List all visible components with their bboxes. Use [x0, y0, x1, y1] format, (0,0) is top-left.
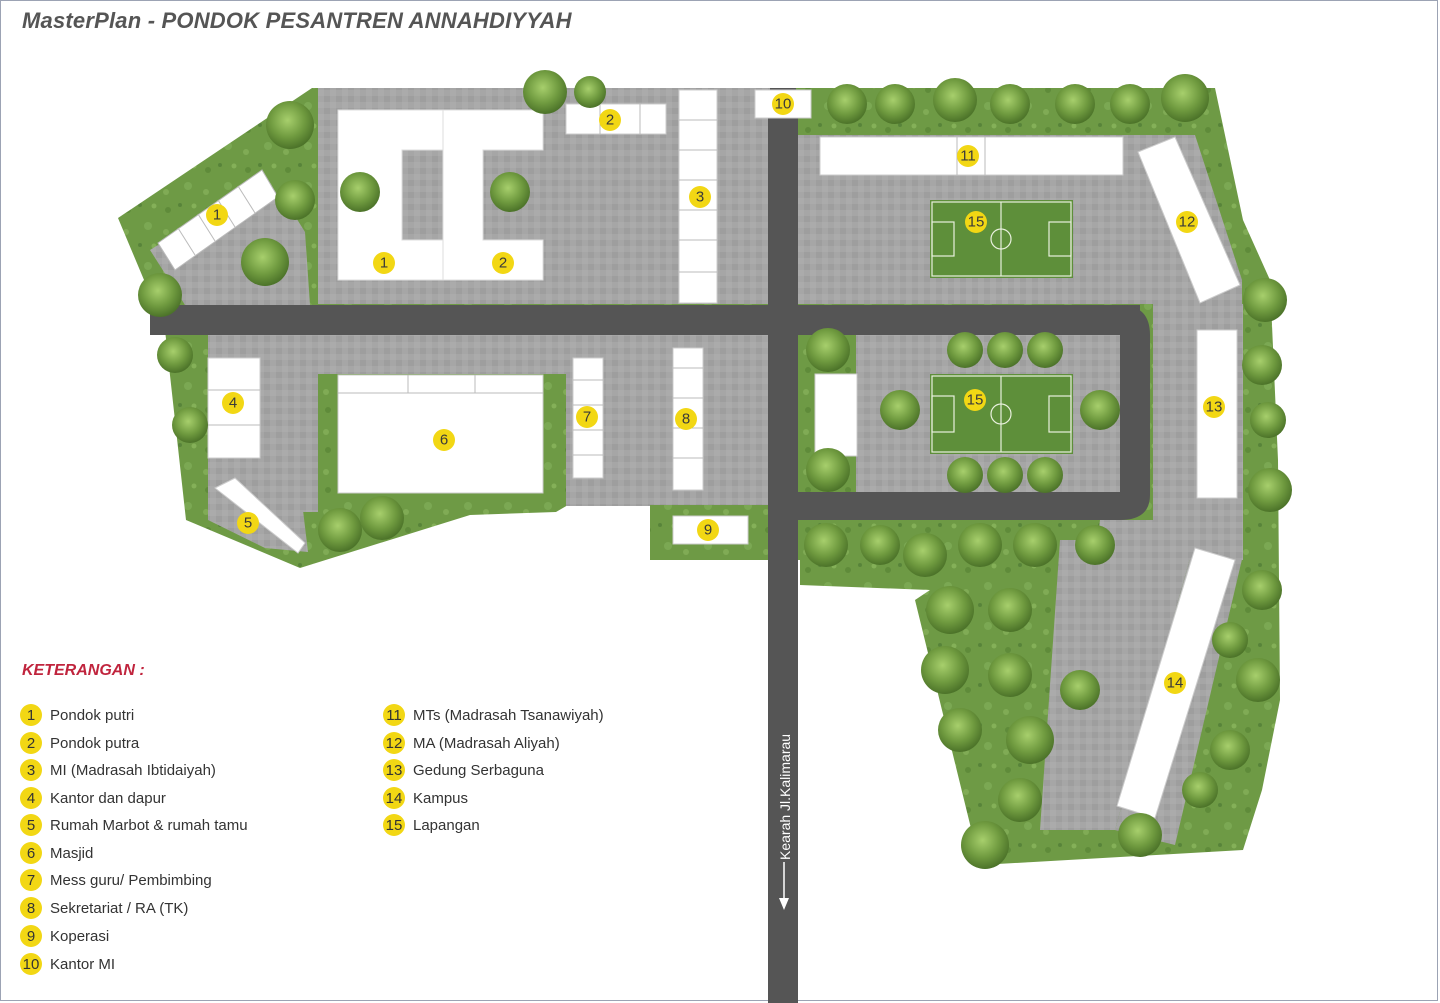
legend-badge: 5	[20, 814, 42, 836]
svg-text:10: 10	[775, 96, 792, 113]
roads	[150, 88, 1150, 1003]
legend-item: 8 Sekretariat / RA (TK)	[20, 897, 189, 919]
legend-item: 1 Pondok putri	[20, 704, 135, 726]
marker-14: 14	[1164, 672, 1186, 694]
legend-badge: 9	[20, 925, 42, 947]
building-2-pondok-putra-block	[442, 109, 544, 281]
svg-text:1: 1	[213, 207, 221, 224]
legend-badge: 10	[20, 953, 42, 975]
map-markers: 1 1 2 2 3 4 5 6 7 8 9 10 11 12 13 14 15 …	[206, 93, 1225, 694]
svg-text:7: 7	[583, 409, 591, 426]
legend-label: MTs (Madrasah Tsanawiyah)	[413, 706, 604, 724]
marker-15a: 15	[965, 211, 987, 233]
legend-label: Kantor MI	[50, 955, 116, 973]
legend-badge: 4	[20, 787, 42, 809]
building-13-gedung-serbaguna	[1196, 329, 1238, 499]
svg-text:14: 14	[1167, 675, 1184, 692]
marker-5: 5	[237, 512, 259, 534]
legend-badge: 2	[20, 732, 42, 754]
legend-item: 14 Kampus	[383, 787, 469, 809]
svg-text:5: 5	[244, 515, 252, 532]
svg-text:2: 2	[499, 255, 507, 272]
svg-text:15: 15	[967, 392, 984, 409]
legend-title: KETERANGAN :	[22, 662, 145, 679]
trees	[138, 70, 1292, 869]
marker-15b: 15	[964, 389, 986, 411]
legend-label: Pondok putra	[50, 734, 140, 752]
legend-label: Pondok putri	[50, 706, 135, 724]
legend-label: MA (Madrasah Aliyah)	[413, 734, 560, 752]
marker-11: 11	[957, 145, 979, 167]
marker-13: 13	[1203, 396, 1225, 418]
marker-1a: 1	[206, 204, 228, 226]
marker-9: 9	[697, 519, 719, 541]
legend-item: 6 Masjid	[20, 842, 94, 864]
marker-2a: 2	[599, 109, 621, 131]
road-label-group: Kearah Jl.Kalimarau	[777, 734, 793, 910]
marker-4: 4	[222, 392, 244, 414]
legend-item: 12 MA (Madrasah Aliyah)	[383, 732, 560, 754]
legend-badge: 15	[383, 814, 405, 836]
legend-badge: 1	[20, 704, 42, 726]
legend-label: Kantor dan dapur	[50, 789, 166, 807]
legend-badge: 3	[20, 759, 42, 781]
marker-3: 3	[689, 186, 711, 208]
legend-label: Lapangan	[413, 816, 480, 834]
legend-label: Koperasi	[50, 927, 110, 945]
legend-badge: 14	[383, 787, 405, 809]
marker-8: 8	[675, 408, 697, 430]
legend-item: 15 Lapangan	[383, 814, 480, 836]
svg-text:11: 11	[960, 148, 976, 165]
legend-item: 7 Mess guru/ Pembimbing	[20, 869, 212, 891]
page-title: MasterPlan - PONDOK PESANTREN ANNAHDIYYA…	[22, 8, 572, 33]
legend-label: Rumah Marbot & rumah tamu	[50, 816, 248, 834]
legend-item: 9 Koperasi	[20, 925, 110, 947]
marker-10: 10	[772, 93, 794, 115]
legend-badge: 13	[383, 759, 405, 781]
soccer-field-bottom	[930, 374, 1073, 454]
svg-text:8: 8	[682, 411, 690, 428]
legend-item: 10 Kantor MI	[20, 953, 116, 975]
svg-text:4: 4	[229, 395, 237, 412]
marker-2b: 2	[492, 252, 514, 274]
legend-item: 5 Rumah Marbot & rumah tamu	[20, 814, 248, 836]
marker-7: 7	[576, 406, 598, 428]
marker-12: 12	[1176, 211, 1198, 233]
legend-item: 11 MTs (Madrasah Tsanawiyah)	[383, 704, 604, 726]
legend-label: Kampus	[413, 789, 469, 807]
building-dividers	[177, 104, 986, 459]
svg-text:1: 1	[380, 255, 388, 272]
svg-text:15: 15	[968, 214, 985, 231]
svg-text:3: 3	[696, 189, 704, 206]
svg-text:9: 9	[704, 522, 712, 539]
legend-badge: 6	[20, 842, 42, 864]
building-5-rumah-marbot	[214, 477, 306, 554]
legend-label: Sekretariat / RA (TK)	[50, 899, 189, 917]
svg-text:13: 13	[1206, 399, 1223, 416]
marker-1b: 1	[373, 252, 395, 274]
legend-badge: 12	[383, 732, 405, 754]
road-label: Kearah Jl.Kalimarau	[777, 734, 793, 860]
legend-item: 13 Gedung Serbaguna	[383, 759, 544, 781]
legend-badge: 8	[20, 897, 42, 919]
soccer-field-top	[930, 200, 1073, 278]
legend-label: MI (Madrasah Ibtidaiyah)	[50, 761, 216, 779]
legend-item: 2 Pondok putra	[20, 732, 140, 754]
legend-label: Gedung Serbaguna	[413, 761, 544, 779]
legend-item: 4 Kantor dan dapur	[20, 787, 166, 809]
legend-badge: 7	[20, 869, 42, 891]
building-side-lapangan	[814, 373, 858, 457]
legend-item: 3 MI (Madrasah Ibtidaiyah)	[20, 759, 216, 781]
legend-label: Mess guru/ Pembimbing	[50, 871, 212, 889]
legend-label: Masjid	[50, 844, 94, 862]
legend-badge: 11	[383, 704, 405, 726]
marker-6: 6	[433, 429, 455, 451]
svg-text:6: 6	[440, 432, 448, 449]
svg-text:2: 2	[606, 112, 614, 129]
svg-text:12: 12	[1179, 214, 1196, 231]
